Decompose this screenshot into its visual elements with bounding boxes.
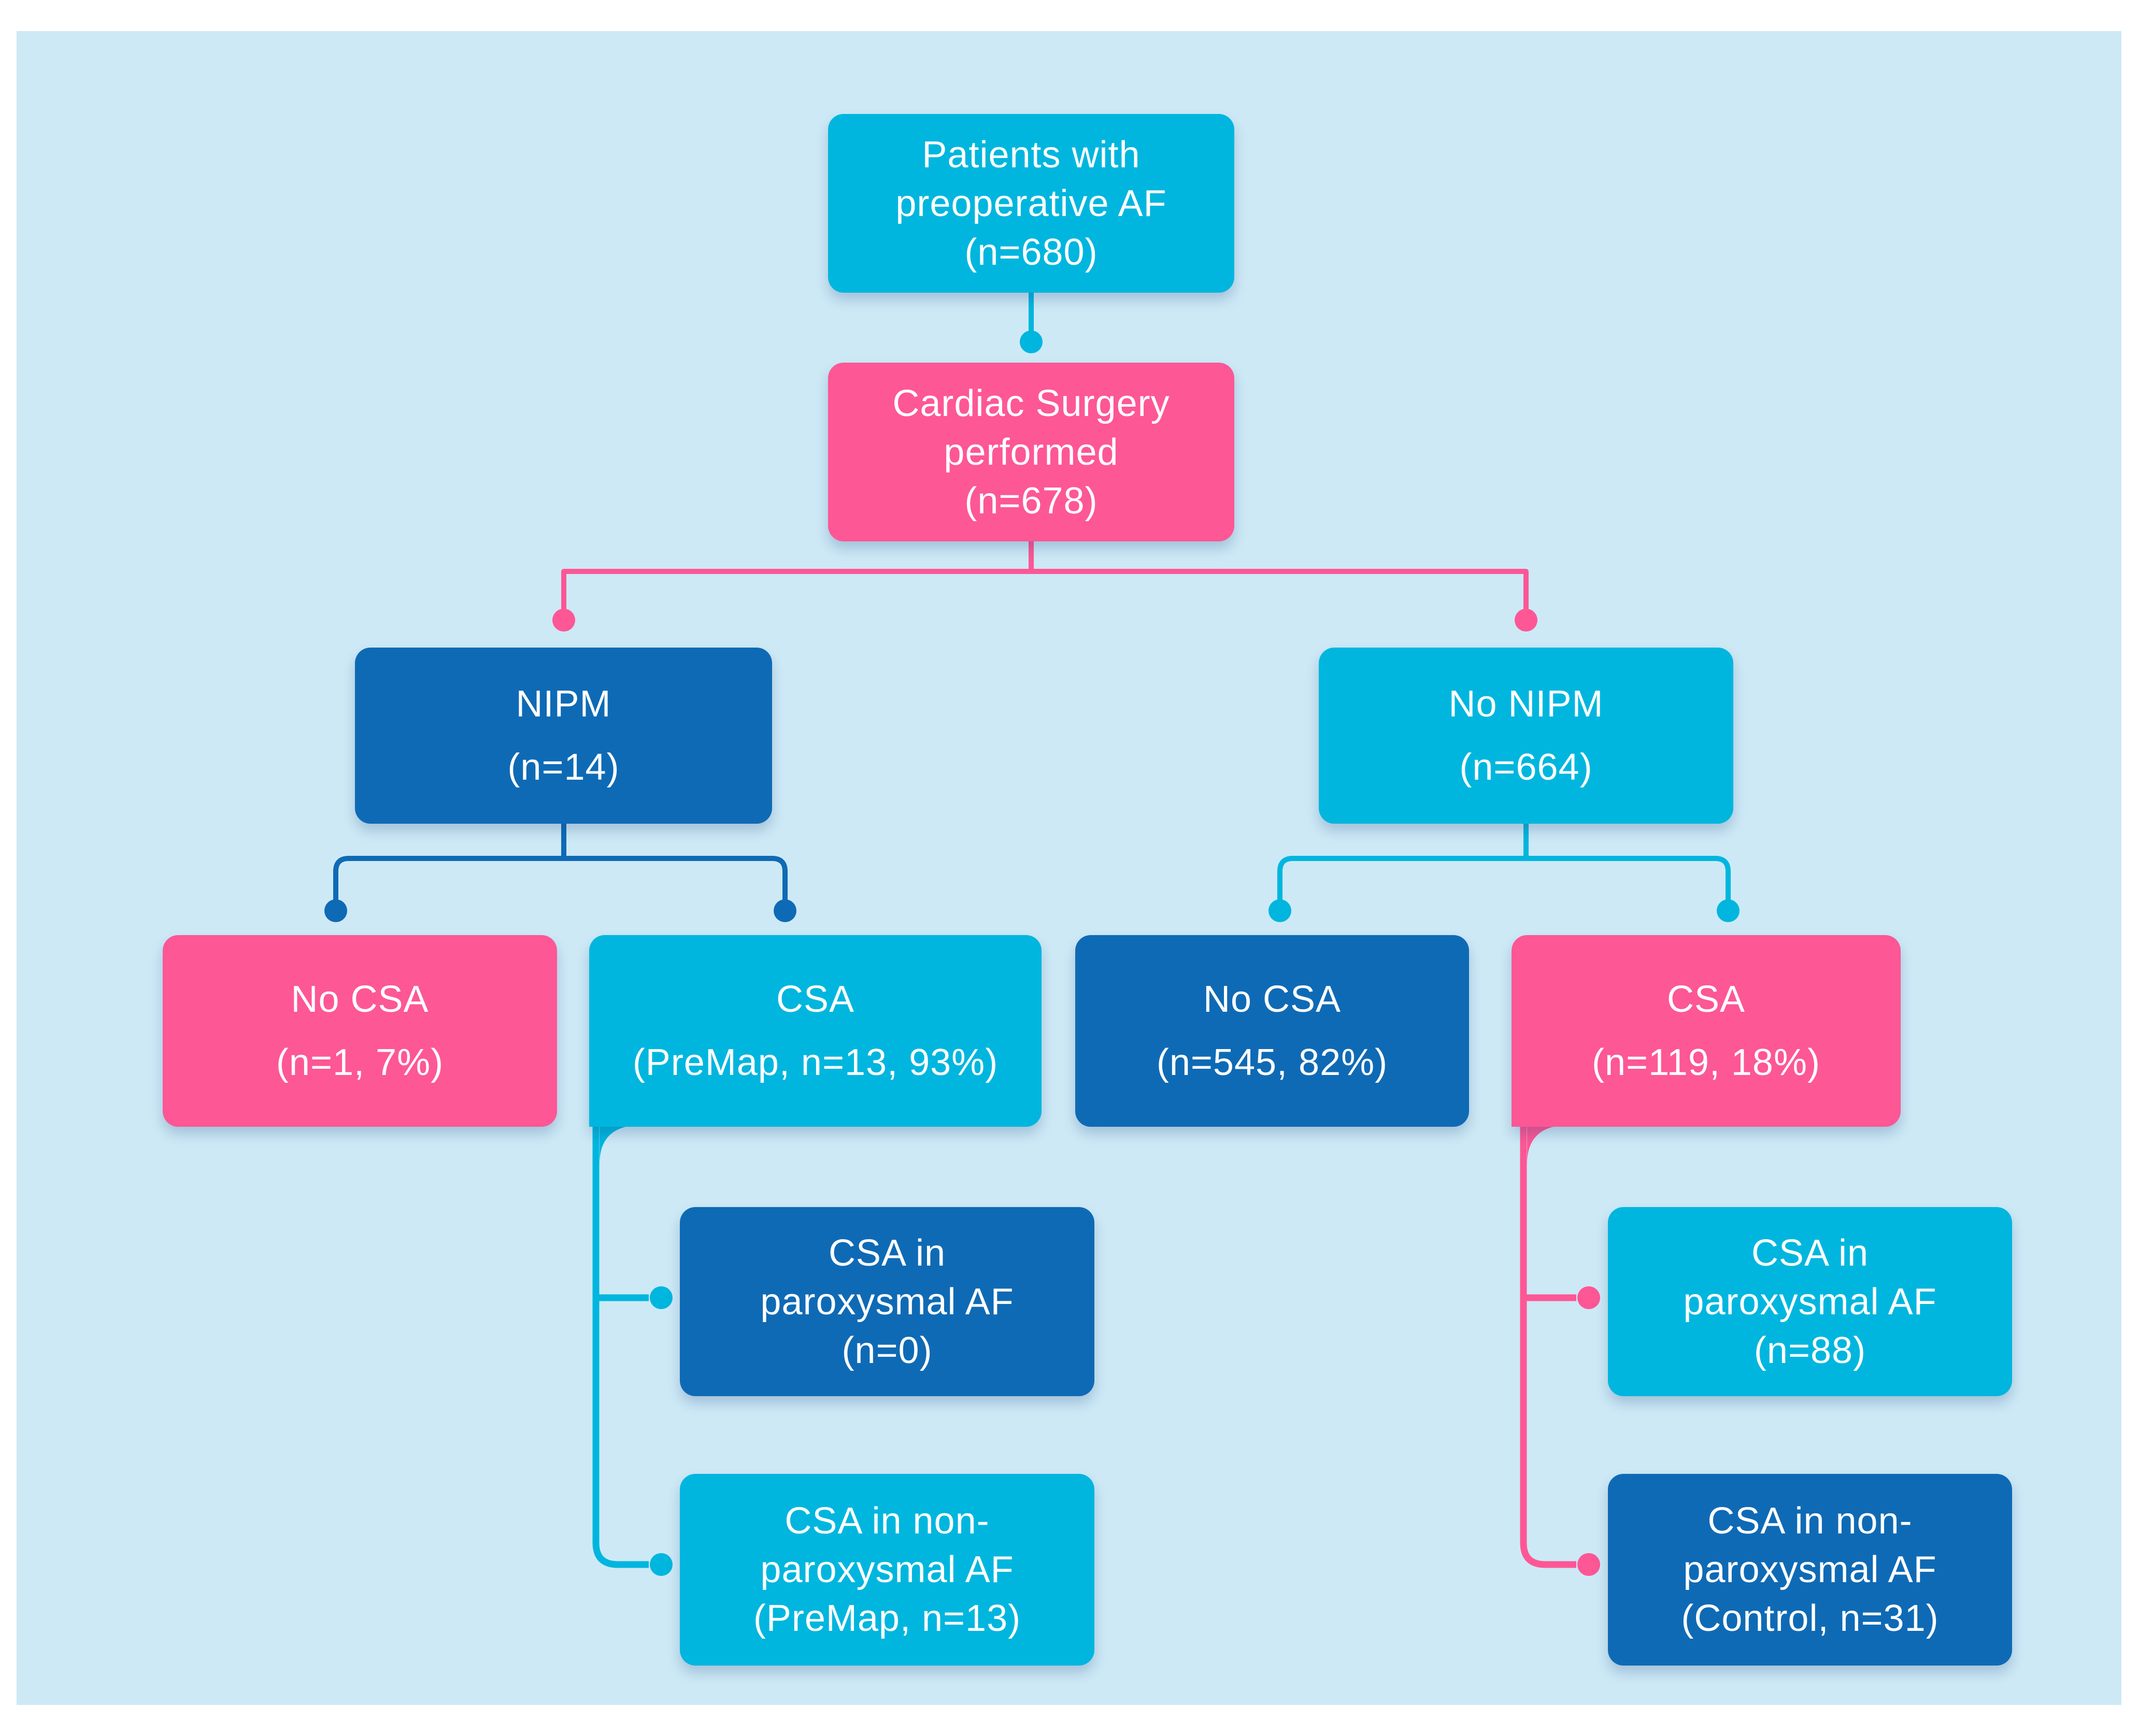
node-text-line: No CSA — [1203, 979, 1342, 1020]
node-text-line: performed — [944, 431, 1119, 473]
node-text-line: (PreMap, n=13, 93%) — [632, 1042, 999, 1083]
node-no-nipm-no-csa: No CSA (n=545, 82%) — [1075, 935, 1469, 1127]
node-text-line: CSA in — [1751, 1232, 1869, 1274]
node-patients-preoperative-af: Patients with preoperative AF (n=680) — [828, 114, 1234, 293]
node-text-line: CSA in — [828, 1232, 946, 1274]
node-nipm: NIPM (n=14) — [355, 648, 772, 824]
node-text-line: (n=14) — [507, 747, 620, 788]
node-csa-paroxysmal-premap-arm: CSA in paroxysmal AF (n=0) — [680, 1207, 1094, 1396]
node-text-line: (n=664) — [1459, 747, 1593, 788]
node-text-line: (n=119, 18%) — [1592, 1042, 1820, 1083]
node-csa-nonparoxysmal-premap: CSA in non- paroxysmal AF (PreMap, n=13) — [680, 1474, 1094, 1666]
node-csa-nonparoxysmal-control: CSA in non- paroxysmal AF (Control, n=31… — [1608, 1474, 2012, 1666]
node-text-line: (n=1, 7%) — [276, 1042, 444, 1083]
node-text-line: No NIPM — [1448, 683, 1604, 725]
node-no-nipm: No NIPM (n=664) — [1319, 648, 1733, 824]
node-text-line: NIPM — [516, 683, 611, 725]
node-text-line: preoperative AF — [895, 182, 1167, 224]
node-text-line: CSA — [1666, 979, 1746, 1020]
node-nipm-csa-premap: CSA (PreMap, n=13, 93%) — [589, 935, 1042, 1127]
node-text-line: (n=678) — [964, 480, 1098, 522]
node-text-line: (n=545, 82%) — [1156, 1042, 1388, 1083]
node-text-line: paroxysmal AF — [1683, 1281, 1937, 1323]
node-no-nipm-csa: CSA (n=119, 18%) — [1512, 935, 1901, 1127]
node-text-line: (n=88) — [1754, 1329, 1866, 1371]
node-text-line: paroxysmal AF — [760, 1281, 1014, 1323]
node-text-line: No CSA — [291, 979, 429, 1020]
node-text-line: CSA in non- — [785, 1500, 990, 1542]
node-text-line: (n=0) — [842, 1329, 933, 1371]
node-csa-paroxysmal-control-arm: CSA in paroxysmal AF (n=88) — [1608, 1207, 2012, 1396]
node-text-line: (n=680) — [964, 231, 1098, 273]
node-text-line: (Control, n=31) — [1681, 1598, 1939, 1639]
node-text-line: paroxysmal AF — [1683, 1549, 1937, 1590]
node-text-line: Cardiac Surgery — [892, 382, 1170, 424]
node-cardiac-surgery: Cardiac Surgery performed (n=678) — [828, 363, 1234, 541]
node-text-line: CSA — [776, 979, 855, 1020]
node-nipm-no-csa: No CSA (n=1, 7%) — [163, 935, 557, 1127]
node-text-line: CSA in non- — [1707, 1500, 1913, 1542]
node-text-line: paroxysmal AF — [760, 1549, 1014, 1590]
node-text-line: (PreMap, n=13) — [753, 1598, 1021, 1639]
node-text-line: Patients with — [922, 134, 1141, 176]
